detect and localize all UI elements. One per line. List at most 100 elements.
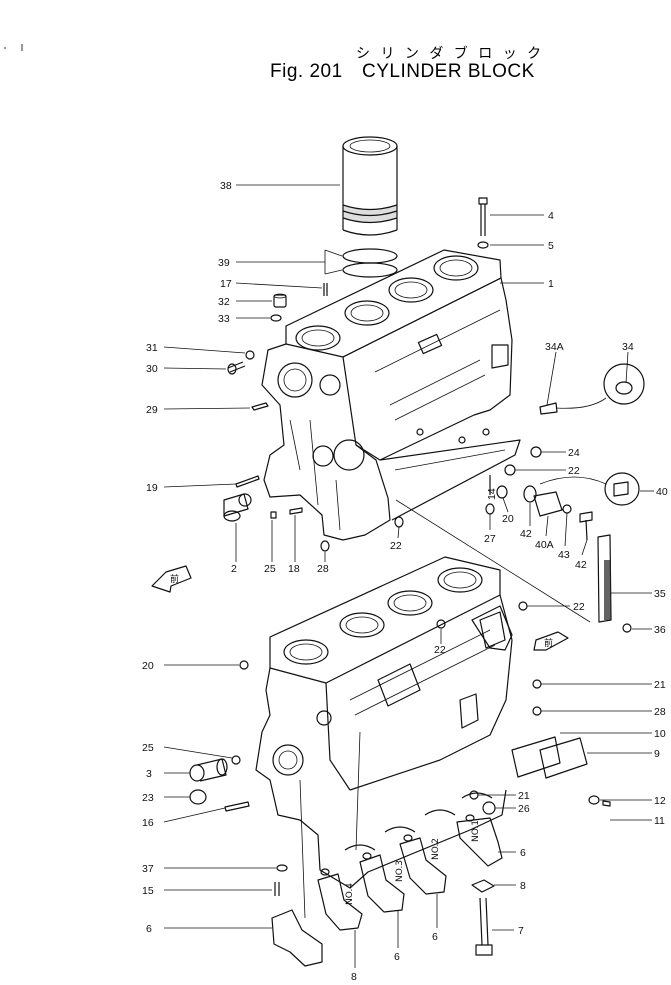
svg-text:24: 24 <box>568 447 580 459</box>
callout-22-c: 22 <box>527 601 585 613</box>
callout-41: 42 <box>520 503 532 540</box>
callout-36: 36 <box>632 624 666 636</box>
svg-text:4: 4 <box>548 210 554 222</box>
cylinder-liner <box>342 136 398 236</box>
svg-text:12: 12 <box>654 795 666 807</box>
svg-text:22: 22 <box>390 540 402 552</box>
callout-35: 35 <box>611 588 666 600</box>
callout-14: 15 <box>142 885 272 897</box>
lower-left-parts <box>189 755 250 812</box>
callout-20-b: 21 <box>541 679 666 691</box>
callout-11: 11 <box>610 815 665 827</box>
bearing-mark-4: NO.4 <box>345 883 355 905</box>
callout-26: 26 <box>495 803 530 815</box>
callout-19: 20 <box>142 660 239 672</box>
svg-text:20: 20 <box>502 513 514 525</box>
svg-text:25: 25 <box>264 563 276 575</box>
svg-text:3: 3 <box>146 768 152 780</box>
svg-text:22: 22 <box>434 644 446 656</box>
svg-text:10: 10 <box>654 728 666 740</box>
callout-34A: 34A <box>545 341 564 406</box>
callout-2: 2 <box>231 523 237 575</box>
callout-6-d: 6 <box>432 894 438 943</box>
svg-text:34A: 34A <box>545 341 564 353</box>
callout-labels: 38 4 5 39 17 1 32 33 31 30 34A 34 29 24 … <box>142 180 668 983</box>
svg-text:42: 42 <box>575 559 587 571</box>
callout-22-b: 22 <box>390 526 402 552</box>
svg-text:31: 31 <box>146 342 158 354</box>
svg-text:25: 25 <box>142 742 154 754</box>
callout-22-d: 22 <box>434 629 446 656</box>
callout-31: 31 <box>146 342 246 354</box>
svg-text:11: 11 <box>654 815 665 827</box>
svg-text:38: 38 <box>220 180 232 192</box>
svg-text:20: 20 <box>142 660 154 672</box>
svg-text:前: 前 <box>544 637 553 649</box>
figure-title: CYLINDER BLOCK <box>362 61 535 82</box>
svg-text:40A: 40A <box>535 539 554 551</box>
callout-6-b: 6 <box>146 923 272 935</box>
svg-text:28: 28 <box>654 706 666 718</box>
callout-40A: 40A <box>535 515 554 551</box>
callout-33: 33 <box>218 313 270 325</box>
svg-text:6: 6 <box>520 847 526 859</box>
callout-28-a: 28 <box>317 552 329 575</box>
svg-text:前: 前 <box>170 573 179 585</box>
svg-text:15: 15 <box>142 885 154 897</box>
svg-text:2: 2 <box>231 563 237 575</box>
callout-4: 4 <box>490 210 554 222</box>
svg-text:29: 29 <box>146 404 158 416</box>
callout-7: 7 <box>492 925 524 937</box>
callout-12: 12 <box>600 795 666 807</box>
svg-text:22: 22 <box>573 601 585 613</box>
callout-16: 16 <box>142 807 226 829</box>
title-japanese: シ リ ン ダ ブ ロ ッ ク <box>356 45 544 62</box>
svg-text:35: 35 <box>654 588 666 600</box>
bushing-and-dowel <box>223 475 303 522</box>
callout-18: 19 <box>146 482 237 494</box>
svg-text:37: 37 <box>142 863 154 875</box>
bearing-mark-2: NO.2 <box>431 838 441 860</box>
callout-10: 10 <box>560 728 666 740</box>
callout-3: 3 <box>146 768 190 780</box>
small-parts-top-left <box>270 283 328 322</box>
svg-text:39: 39 <box>218 257 230 269</box>
svg-text:8: 8 <box>351 971 357 983</box>
callout-17: 18 <box>288 515 300 575</box>
oil-pressure-sender <box>539 363 645 415</box>
front-direction-arrow-lower: 前 <box>533 631 569 651</box>
callout-13: 14 <box>486 477 498 500</box>
figure-number: Fig. 201 <box>270 61 343 82</box>
svg-text:1: 1 <box>548 278 554 290</box>
callout-43: 43 <box>558 512 570 561</box>
svg-text:36: 36 <box>654 624 666 636</box>
callout-21: 21 <box>478 790 530 802</box>
callout-8-a: 8 <box>494 880 526 892</box>
svg-text:26: 26 <box>518 803 530 815</box>
callout-42: 42 <box>575 539 588 571</box>
dashed-alignment-lines <box>299 731 361 919</box>
svg-text:40: 40 <box>656 486 668 498</box>
svg-text:14: 14 <box>486 488 498 500</box>
callout-6-a: 6 <box>498 847 526 859</box>
upper-exploded-assembly: 前 <box>151 136 645 633</box>
o-rings <box>342 248 398 278</box>
callout-24: 24 <box>541 447 580 459</box>
bearing-mark-1: NO.1 <box>471 820 481 842</box>
callout-39: 39 <box>218 249 343 275</box>
svg-text:28: 28 <box>317 563 329 575</box>
svg-text:21: 21 <box>654 679 666 691</box>
callout-22-a: 22 <box>515 465 580 477</box>
callout-34: 34 <box>622 341 634 384</box>
callout-25-b: 25 <box>142 742 233 759</box>
bearing-caps <box>271 814 503 967</box>
callout-9: 9 <box>587 748 660 760</box>
cylinder-block-lower: NO.4 NO.3 NO.2 NO.1 <box>255 556 513 905</box>
callout-40: 40 <box>640 486 668 498</box>
svg-text:5: 5 <box>548 240 554 252</box>
callout-30: 30 <box>146 363 227 375</box>
callout-29: 29 <box>146 404 251 416</box>
side-cover <box>511 736 611 807</box>
callout-1: 1 <box>500 278 554 290</box>
